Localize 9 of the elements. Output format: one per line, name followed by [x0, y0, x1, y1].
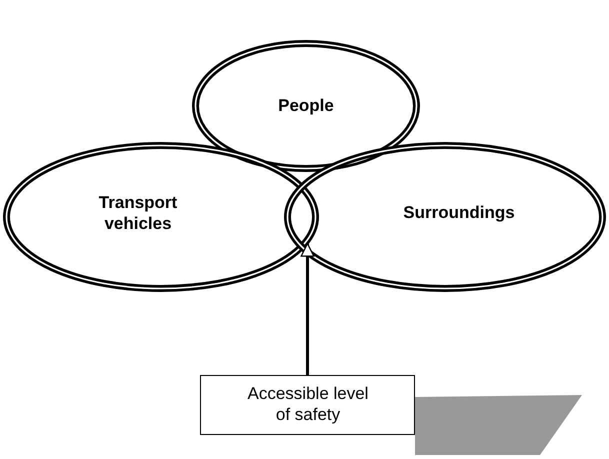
venn-ellipse: [284, 142, 606, 292]
ellipse-label: Surroundings: [402, 202, 516, 223]
box-label: Accessible level of safety: [246, 383, 370, 425]
ellipse-label: People: [277, 95, 335, 116]
result-box: [200, 375, 415, 435]
arrow: [300, 242, 314, 375]
ellipse-label: Transport vehicles: [98, 192, 178, 234]
venn-ellipse: [192, 40, 420, 172]
venn-ellipse: [3, 142, 319, 292]
